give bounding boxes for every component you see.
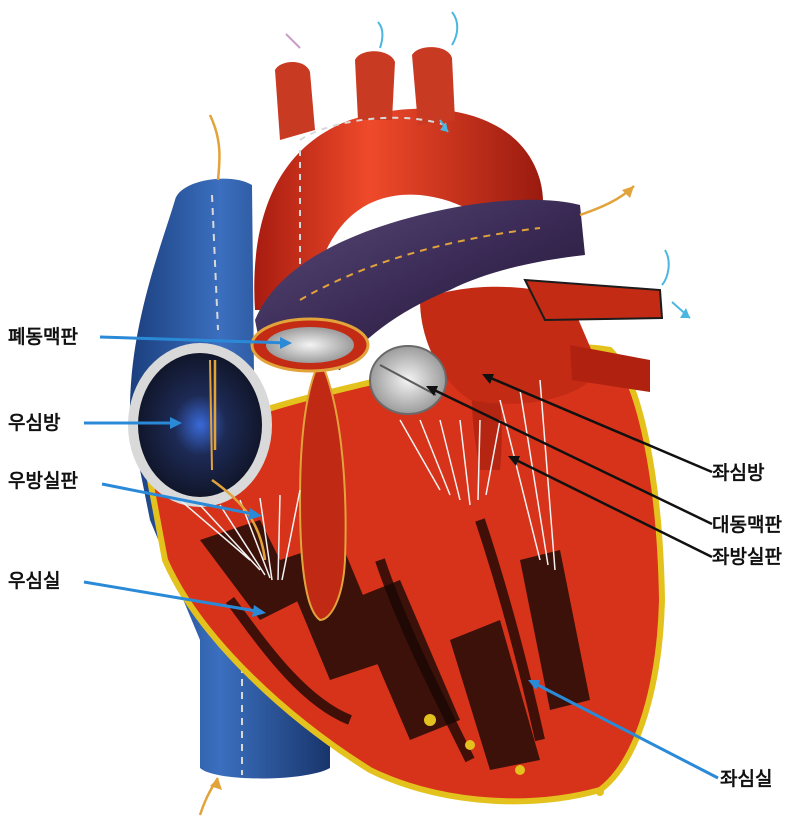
- aortic-valve: [370, 346, 446, 414]
- right-atrium: [128, 343, 272, 507]
- pulmonary-valve: [252, 319, 368, 371]
- label-pulmonary-valve: 폐동맥판: [8, 326, 78, 348]
- label-right-ventricle: 우심실: [8, 570, 60, 592]
- label-tricuspid-valve: 우방실판: [8, 470, 78, 492]
- label-right-atrium: 우심방: [8, 412, 60, 434]
- label-aortic-valve: 대동맥판: [712, 514, 782, 536]
- label-mitral-valve: 좌방실판: [712, 546, 782, 568]
- label-left-atrium: 좌심방: [712, 462, 764, 484]
- label-left-ventricle: 좌심실: [720, 768, 772, 790]
